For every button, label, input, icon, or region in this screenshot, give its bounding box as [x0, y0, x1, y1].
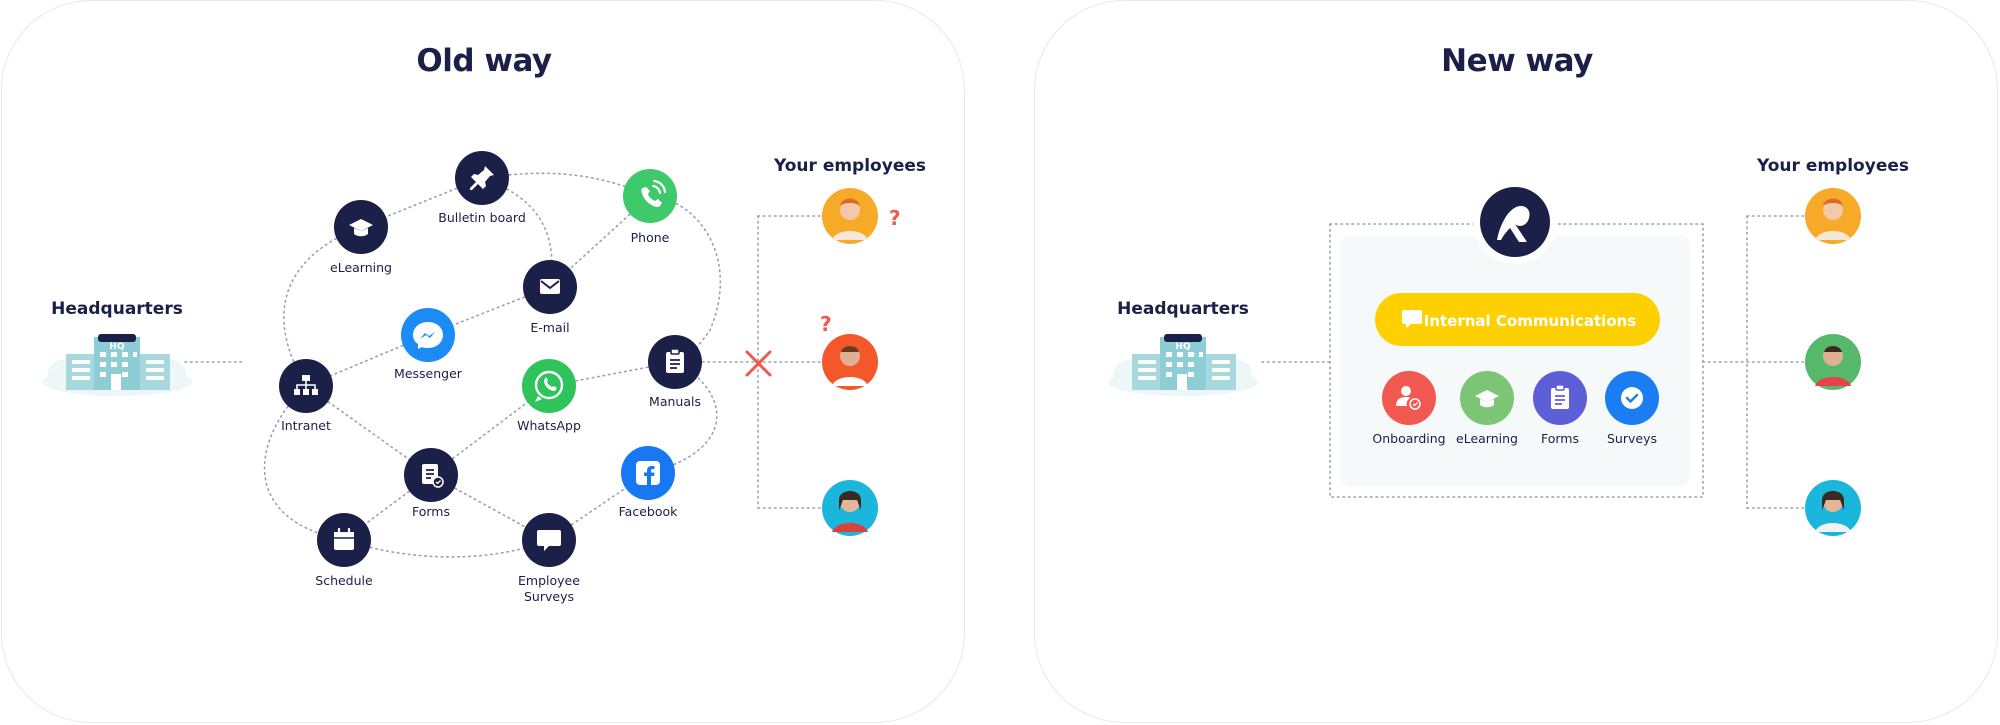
- internal-communications-button[interactable]: Internal Communications: [1375, 293, 1660, 346]
- svg-text:E-mail: E-mail: [530, 320, 569, 335]
- svg-text:Manuals: Manuals: [649, 394, 701, 409]
- channel-phone: Phone: [623, 169, 677, 245]
- new-hq-sign: HQ: [1175, 342, 1191, 352]
- phone-icon: [641, 179, 667, 208]
- channel-facebook: Facebook: [619, 446, 678, 519]
- new-headquarters-label: Headquarters: [1117, 299, 1249, 319]
- svg-text:Schedule: Schedule: [315, 573, 373, 588]
- chat-icon: [1402, 310, 1422, 328]
- channel-email: E-mail: [523, 260, 577, 335]
- svg-text:Intranet: Intranet: [281, 418, 331, 433]
- sitemap-icon: [294, 375, 318, 395]
- check-circle-icon: [1621, 387, 1643, 409]
- new-way-title: New way: [1441, 43, 1593, 79]
- channel-bulletin-board: Bulletin board: [438, 151, 526, 225]
- feature-onboarding[interactable]: Onboarding: [1372, 371, 1446, 446]
- pin-icon: [470, 166, 494, 190]
- channel-elearning: eLearning: [330, 200, 392, 275]
- channel-whatsapp: WhatsApp: [517, 359, 581, 433]
- old-employee-avatar-1: [822, 188, 878, 244]
- new-employee-avatar-2: [1805, 334, 1861, 390]
- question-mark-1: ?: [889, 206, 901, 230]
- new-employee-avatar-1: [1805, 188, 1861, 244]
- platform-logo-icon: [1473, 180, 1557, 264]
- channel-employee-surveys: Employee Surveys: [518, 513, 580, 604]
- messenger-icon: [413, 322, 443, 349]
- new-headquarters-building-icon: [1108, 334, 1258, 396]
- channel-intranet: Intranet: [279, 359, 333, 433]
- new-employee-avatar-3: [1805, 480, 1861, 536]
- svg-text:Forms: Forms: [412, 504, 450, 519]
- svg-text:Forms: Forms: [1541, 431, 1579, 446]
- clipboard-icon: [666, 348, 684, 373]
- onboarding-icon: [1396, 386, 1421, 410]
- whatsapp-icon: [534, 370, 564, 402]
- svg-text:Messenger: Messenger: [394, 366, 463, 381]
- calendar-icon: [334, 527, 354, 550]
- old-way-network-lines: [184, 172, 825, 558]
- svg-text:eLearning: eLearning: [1456, 431, 1518, 446]
- channel-messenger: Messenger: [394, 308, 463, 381]
- svg-text:Employee: Employee: [518, 573, 580, 588]
- platform-box: [1340, 236, 1690, 486]
- svg-text:Surveys: Surveys: [1607, 431, 1657, 446]
- question-mark-2: ?: [820, 312, 832, 336]
- facebook-icon: [636, 461, 660, 485]
- feature-surveys[interactable]: Surveys: [1605, 371, 1659, 446]
- internal-communications-label: Internal Communications: [1424, 312, 1637, 330]
- speech-bubble-icon: [537, 530, 561, 551]
- graduation-cap-icon: [349, 219, 373, 237]
- old-hq-sign: HQ: [109, 342, 125, 352]
- new-way-lines: [1261, 215, 1809, 509]
- blocked-x-icon: [745, 350, 772, 377]
- clipboard-icon: [1551, 384, 1569, 409]
- svg-text:eLearning: eLearning: [330, 260, 392, 275]
- old-employee-avatar-3: [822, 480, 878, 536]
- channel-schedule: Schedule: [315, 513, 373, 588]
- svg-text:Facebook: Facebook: [619, 504, 678, 519]
- svg-text:Surveys: Surveys: [524, 589, 574, 604]
- old-headquarters-label: Headquarters: [51, 299, 183, 319]
- feature-elearning[interactable]: eLearning: [1456, 371, 1518, 446]
- old-headquarters-building-icon: [42, 334, 192, 396]
- feature-forms[interactable]: Forms: [1533, 371, 1587, 446]
- form-icon: [422, 464, 444, 488]
- old-way-title: Old way: [416, 43, 552, 79]
- envelope-icon: [540, 279, 560, 294]
- svg-text:WhatsApp: WhatsApp: [517, 418, 581, 433]
- svg-text:Phone: Phone: [631, 230, 670, 245]
- channel-forms: Forms: [404, 448, 458, 519]
- svg-text:Onboarding: Onboarding: [1372, 431, 1445, 446]
- svg-text:Bulletin board: Bulletin board: [438, 210, 526, 225]
- old-employee-avatar-2: [822, 334, 878, 390]
- new-employees-label: Your employees: [1756, 156, 1909, 176]
- graduation-cap-icon: [1475, 390, 1499, 408]
- old-employees-label: Your employees: [773, 156, 926, 176]
- channel-manuals: Manuals: [648, 335, 702, 409]
